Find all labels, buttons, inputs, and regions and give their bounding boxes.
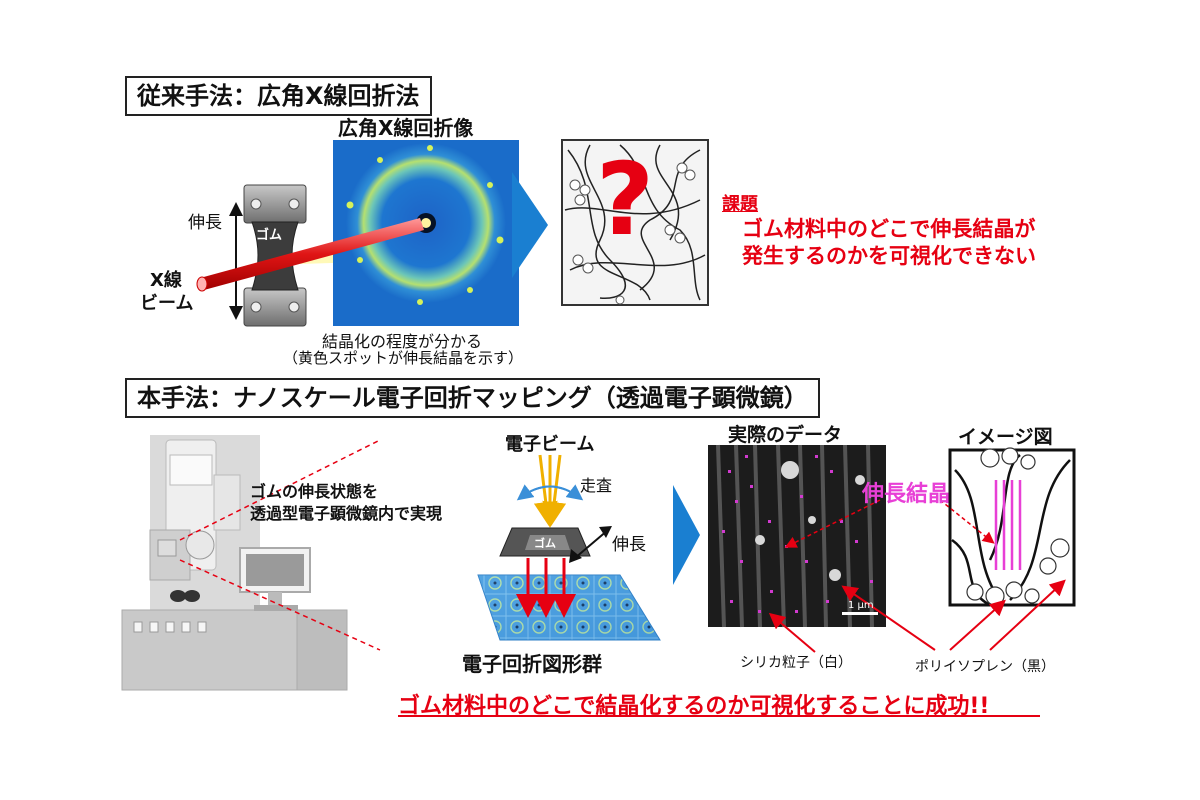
section1-title: 従来手法：広角X線回折法 [125,76,432,116]
silica-label: シリカ粒子（白） [740,655,852,671]
diffraction-arrows [516,558,576,618]
label-pointers [768,579,1066,653]
stretch-label: 伸長 [188,213,222,233]
issue-title: 課題 [722,194,758,215]
question-mark-icon: ? [596,141,655,258]
scale-label: 1 μm [848,600,874,611]
tem-rubber-label: ゴム [534,537,556,550]
scan-label: 走査 [580,476,613,495]
rubber-label: ゴム [256,228,283,243]
polyisoprene-label: ポリイソプレン（黒） [915,659,1055,675]
stretch-arrow [229,202,243,320]
waxd-title: 広角X線回折像 [338,116,474,140]
electron-beam-label: 電子ビーム [505,434,595,455]
process-arrow-2 [673,485,700,585]
waxd-pattern-image [333,140,519,326]
real-data-title: 実際のデータ [728,424,843,446]
image-diagram [948,447,1076,607]
tem-stretch-arrow [569,526,612,563]
tem-stretch-label: 伸長 [612,535,646,555]
scale-bar [842,612,878,615]
issue-line-1: ゴム材料中のどこで伸長結晶が [742,217,1036,241]
tem-caption-1: ゴムの伸長状態を [250,482,379,501]
crystal-pointers [784,499,995,548]
zoom-lines [179,439,381,651]
rubber-network-image [561,139,709,306]
process-arrow-1 [512,172,548,278]
tem-sample [499,527,591,557]
diffraction-pattern-grid [477,574,661,641]
conclusion-text: ゴム材料中のどこで結晶化するのか可視化することに成功!! [398,694,990,719]
electron-beam [516,454,584,528]
image-diagram-title: イメージ図 [958,426,1053,448]
tem-microscope [121,435,348,691]
xray-label-2: ビーム [140,293,194,314]
tem-caption-2: 透過型電子顕微鏡内で実現 [250,504,443,523]
section2-title: 本手法：ナノスケール電子回折マッピング（透過電子顕微鏡） [125,378,820,418]
crystal-label: 伸長結晶 [862,482,951,507]
xray-label-1: X線 [150,270,182,291]
waxd-caption-1: 結晶化の程度が分かる [322,332,483,351]
issue-line-2: 発生するのかを可視化できない [742,244,1036,268]
xray-beam [196,218,424,292]
pattern-group-label: 電子回折図形群 [462,652,602,676]
waxd-caption-2: （黄色スポットが伸長結晶を示す） [283,349,524,367]
